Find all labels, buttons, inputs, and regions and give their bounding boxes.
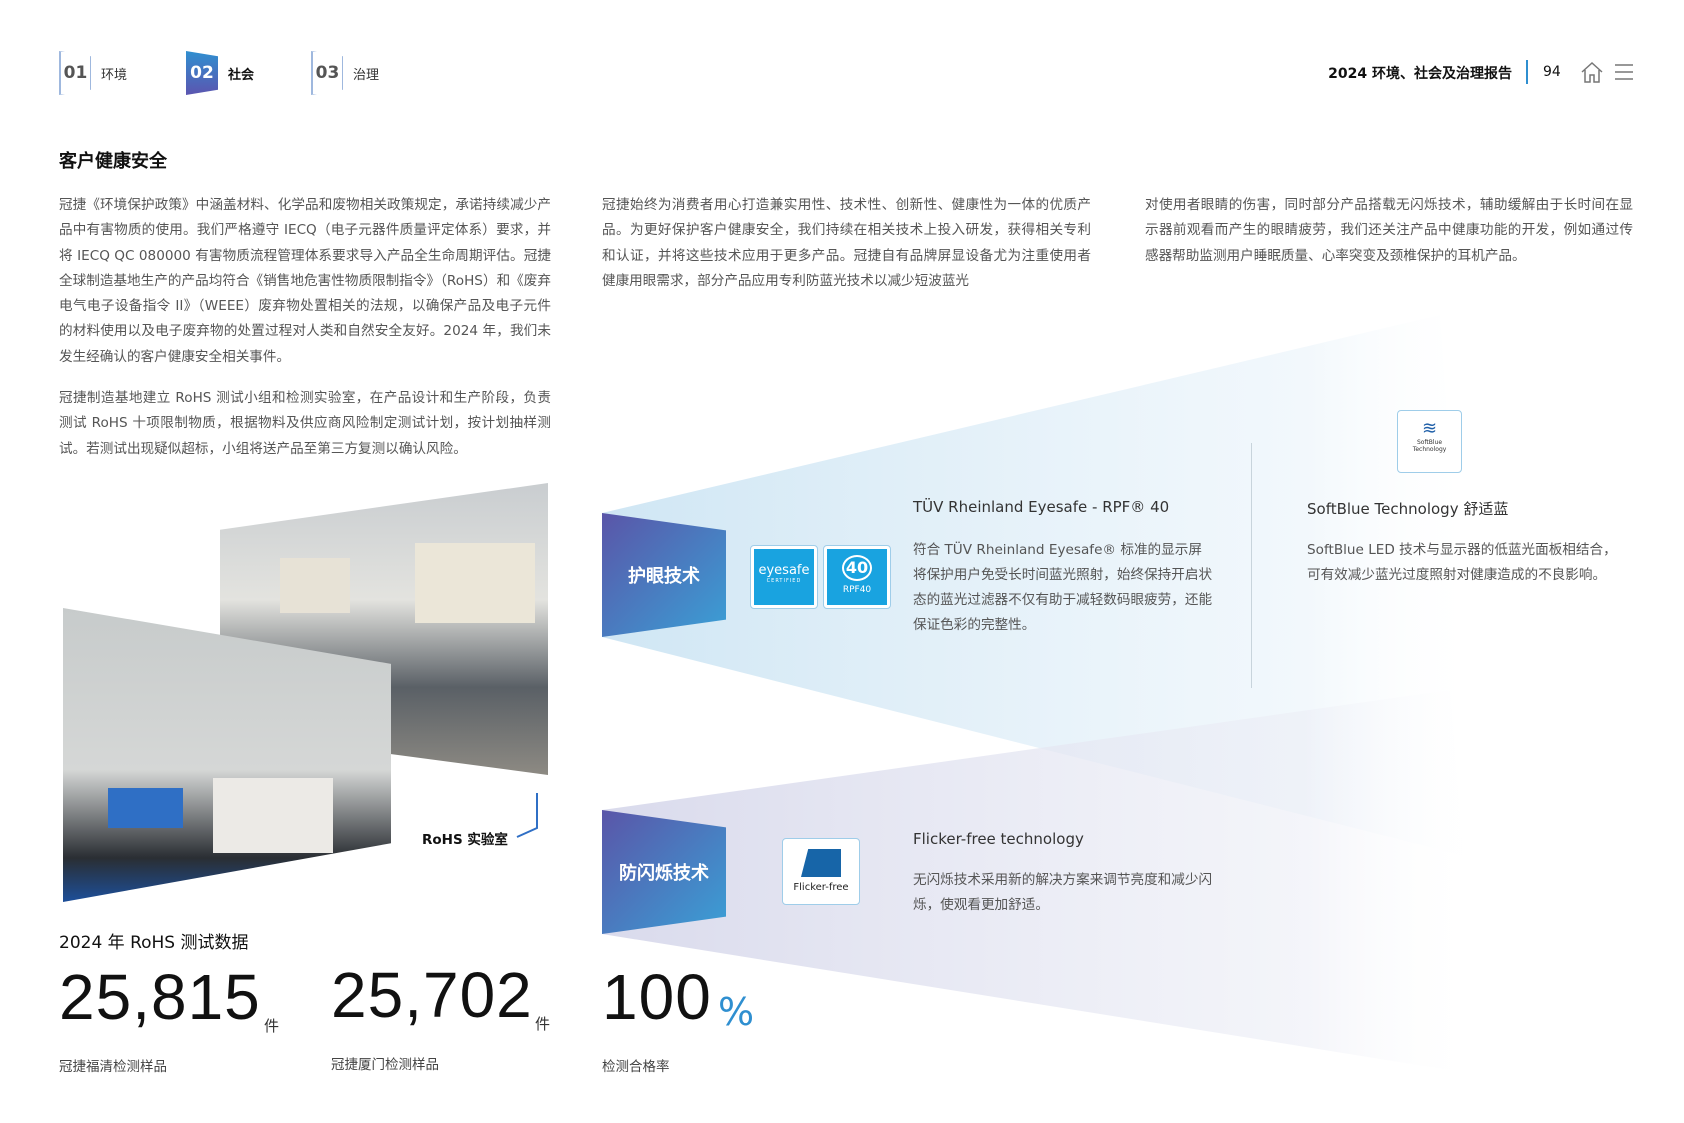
nav-label: 环境 [101,67,128,83]
stats-title: 2024 年 RoHS 测试数据 [59,933,249,953]
stat-unit: % [718,990,755,1034]
menu-icon[interactable] [1613,62,1635,82]
badge-subtext: RPF40 [842,585,872,595]
nav-item-environment[interactable]: 01 环境 [59,50,127,96]
flicker-beam [602,690,1480,1075]
eye-icon: 40 [842,555,872,581]
home-icon[interactable] [1580,60,1604,84]
flicker-tag: 防闪烁技术 [602,810,726,934]
nav-number: 02 [186,51,218,95]
paragraph: 对使用者眼睛的伤害，同时部分产品搭载无闪烁技术，辅助缓解由于长时间在显示器前观看… [1145,197,1633,264]
softblue-icon-label: SoftBlue Technology [1412,439,1447,453]
header-divider [1526,60,1528,84]
nav-number: 03 [311,51,343,95]
nav-item-social[interactable]: 02 社会 [186,50,254,96]
nav-number: 01 [59,51,91,95]
caption-pointer [516,793,538,838]
nav-label: 治理 [353,67,380,83]
flicker-text: 无闪烁技术采用新的解决方案来调节亮度和减少闪烁，使观看更加舒适。 [913,872,1213,913]
stat-label: 冠捷福清检测样品 [59,1059,167,1075]
paragraph: 冠捷《环境保护政策》中涵盖材料、化学品和废物相关政策规定，承诺持续减少产品中有害… [59,197,551,365]
stat-value: 100 [602,961,712,1033]
stat-unit: 件 [535,1015,551,1033]
nav-item-governance[interactable]: 03 治理 [311,50,379,96]
report-title: 2024 环境、社会及治理报告 [1328,66,1512,82]
stat-value: 25,815 [59,961,261,1033]
tuv-title: TÜV Rheinland Eyesafe - RPF® 40 [913,498,1170,516]
badge-text: eyesafe [758,563,810,578]
flicker-free-icon: Flicker-free [782,838,860,905]
photo-caption: RoHS 实验室 [422,832,508,848]
paragraph: 冠捷制造基地建立 RoHS 测试小组和检测实验室，在产品设计和生产阶段，负责测试… [59,390,551,457]
softblue-icon: ≋ SoftBlue Technology [1397,410,1462,473]
softblue-title: SoftBlue Technology 舒适蓝 [1307,500,1509,518]
nav-label: 社会 [228,67,255,83]
flicker-icon-label: Flicker-free [793,882,849,893]
page-number: 94 [1543,64,1561,80]
stat-unit: 件 [264,1017,280,1035]
rpf40-badge: 40 RPF40 [823,545,891,609]
badge-subtext: CERTIFIED [766,578,802,584]
stat-label: 检测合格率 [602,1059,670,1075]
stat-value: 25,702 [331,959,533,1031]
softblue-text: SoftBlue LED 技术与显示器的低蓝光面板相结合，可有效减少蓝光过度照射… [1307,542,1617,583]
flicker-title: Flicker-free technology [913,830,1084,848]
divider [1251,443,1252,688]
section-title: 客户健康安全 [59,151,167,172]
eye-care-tag: 护眼技术 [602,513,726,637]
paragraph: 冠捷始终为消费者用心打造兼实用性、技术性、创新性、健康性为一体的优质产品。为更好… [602,197,1091,289]
eyesafe-badge: eyesafe CERTIFIED [750,545,818,609]
tuv-text: 符合 TÜV Rheinland Eyesafe® 标准的显示屏将保护用户免受长… [913,542,1213,633]
stat-label: 冠捷厦门检测样品 [331,1057,439,1073]
